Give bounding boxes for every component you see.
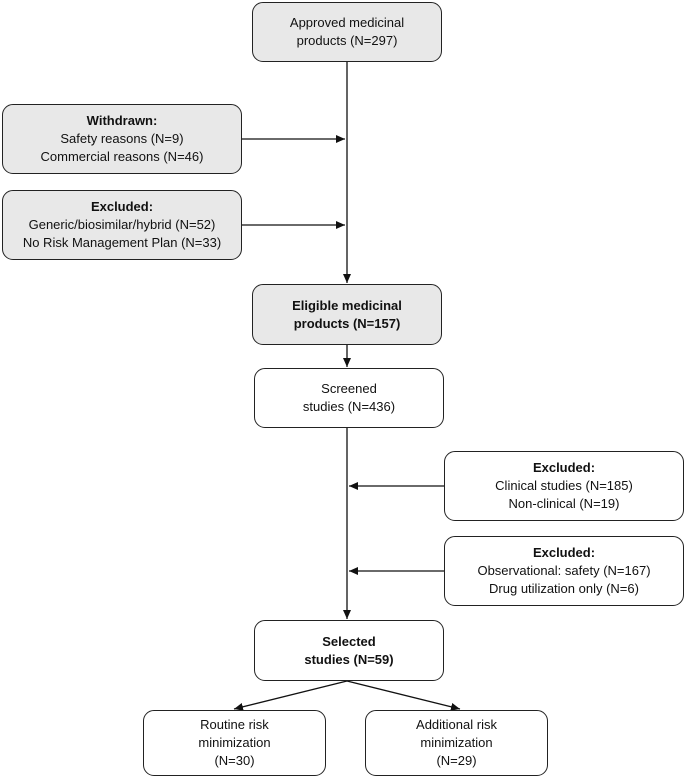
excluded-clinical-line1: Clinical studies (N=185) xyxy=(495,478,633,493)
screened-studies-box: Screened studies (N=436) xyxy=(254,368,444,428)
approved-line2: products (N=297) xyxy=(296,33,398,48)
screened-line2: studies (N=436) xyxy=(302,399,396,414)
screened-line1: Screened xyxy=(321,381,377,396)
eligible-products-box: Eligible medicinal products (N=157) xyxy=(252,284,442,345)
excluded-products-line1: Generic/biosimilar/hybrid (N=52) xyxy=(28,217,216,232)
withdrawn-line1: Safety reasons (N=9) xyxy=(60,131,184,146)
approved-products-box: Approved medicinal products (N=297) xyxy=(252,2,442,62)
excluded-products-box: Excluded: Generic/biosimilar/hybrid (N=5… xyxy=(2,190,242,260)
excluded-observational-heading: Excluded: xyxy=(532,545,596,560)
withdrawn-line2: Commercial reasons (N=46) xyxy=(40,149,204,164)
arrow-selected-to-additional xyxy=(346,680,461,711)
excluded-clinical-heading: Excluded: xyxy=(532,460,596,475)
eligible-line1: Eligible medicinal xyxy=(292,297,402,313)
selected-line1: Selected xyxy=(322,633,376,649)
excluded-products-line2: No Risk Management Plan (N=33) xyxy=(22,235,222,250)
withdrawn-heading: Withdrawn: xyxy=(86,113,158,128)
withdrawn-box: Withdrawn: Safety reasons (N=9) Commerci… xyxy=(2,104,242,174)
excluded-products-heading: Excluded: xyxy=(90,199,154,214)
additional-line3: (N=29) xyxy=(436,753,477,768)
additional-line1: Additional risk xyxy=(416,717,497,732)
excluded-observational-box: Excluded: Observational: safety (N=167) … xyxy=(444,536,684,606)
additional-line2: minimization xyxy=(420,735,493,750)
approved-line1: Approved medicinal xyxy=(289,15,405,30)
selected-line2: studies (N=59) xyxy=(304,651,394,667)
routine-line3: (N=30) xyxy=(214,753,255,768)
routine-line1: Routine risk xyxy=(200,717,269,732)
arrow-selected-to-routine xyxy=(233,680,348,711)
excluded-clinical-box: Excluded: Clinical studies (N=185) Non-c… xyxy=(444,451,684,521)
excluded-observational-line1: Observational: safety (N=167) xyxy=(477,563,651,578)
routine-risk-box: Routine risk minimization (N=30) xyxy=(143,710,326,776)
additional-risk-box: Additional risk minimization (N=29) xyxy=(365,710,548,776)
eligible-line2: products (N=157) xyxy=(293,315,401,331)
routine-line2: minimization xyxy=(198,735,271,750)
excluded-clinical-line2: Non-clinical (N=19) xyxy=(508,496,620,511)
excluded-observational-line2: Drug utilization only (N=6) xyxy=(489,581,639,596)
selected-studies-box: Selected studies (N=59) xyxy=(254,620,444,681)
